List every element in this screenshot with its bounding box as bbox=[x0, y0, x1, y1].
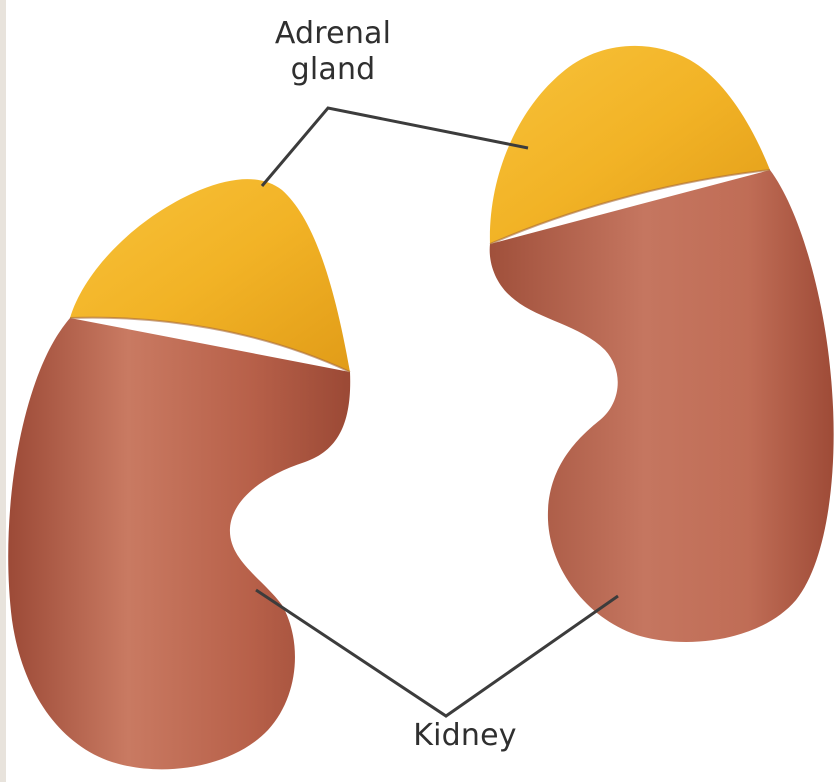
adrenal-gland-label: Adrenal gland bbox=[238, 16, 428, 88]
left-kidney bbox=[8, 318, 350, 769]
adrenal-label-line-1: Adrenal bbox=[238, 16, 428, 52]
right-kidney bbox=[490, 170, 834, 642]
adrenal-label-line-2: gland bbox=[238, 52, 428, 88]
kidney-label: Kidney bbox=[380, 718, 550, 754]
adrenal-leader-line bbox=[262, 108, 528, 186]
kidney-leader-line bbox=[256, 590, 618, 716]
